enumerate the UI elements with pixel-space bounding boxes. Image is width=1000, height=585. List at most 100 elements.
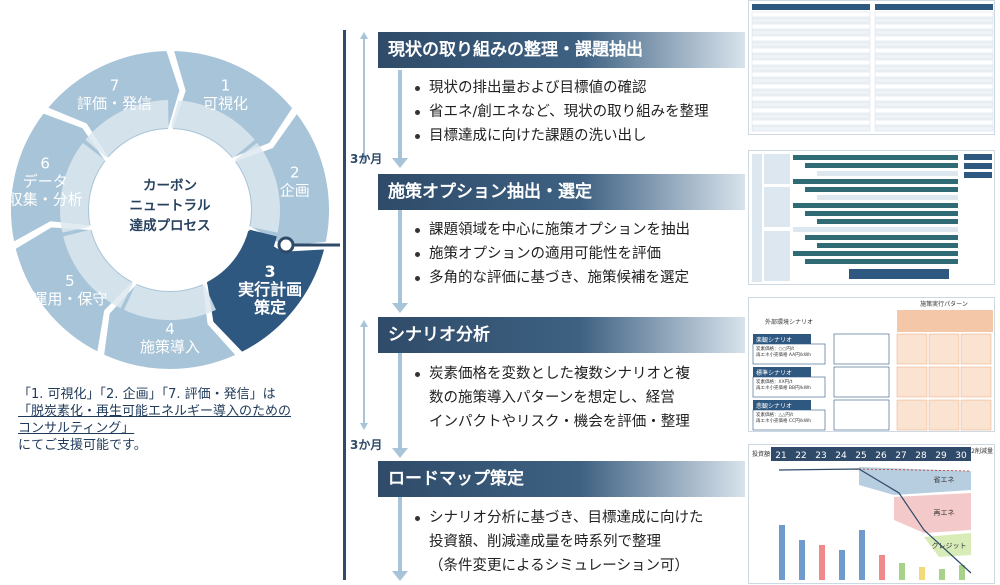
step-2-bullet-1: 課題領域を中心に施策オプションを抽出 bbox=[415, 218, 690, 242]
step-1-bullet-2: 省エネ/創エネなど、現状の取り組みを整理 bbox=[415, 100, 709, 124]
flow-arrow-3 bbox=[392, 340, 408, 458]
table-row bbox=[751, 23, 871, 30]
table-row bbox=[874, 11, 994, 18]
tree-bar bbox=[817, 195, 958, 200]
wheel-label-3-2: 策定 bbox=[253, 298, 286, 317]
wheel-segment-5 bbox=[13, 225, 136, 355]
step-4-bullet-1-cont2: （条件変更によるシミュレーション可） bbox=[429, 558, 689, 574]
wheel-label-7-1: 評価・発信 bbox=[77, 95, 152, 113]
table-row bbox=[751, 47, 871, 54]
duration-arrow-2 bbox=[360, 320, 368, 430]
table-row bbox=[751, 29, 871, 36]
wheel-label-6-0: 6 bbox=[40, 155, 50, 173]
flow-arrow-2 bbox=[392, 210, 408, 313]
note-line-4: にてご支援可能です。 bbox=[18, 438, 147, 453]
tree-bar bbox=[817, 171, 958, 176]
wheel-center-line-2: ニュートラル bbox=[130, 198, 211, 214]
table-row bbox=[874, 59, 994, 66]
roadmap-bar bbox=[939, 569, 945, 580]
wheel-segments bbox=[9, 49, 331, 371]
note-line-2: 「脱炭素化・再生可能エネルギー導入のための bbox=[18, 404, 292, 419]
step-3-bullet-1-cont2: インパクトやリスク・機会を評価・整理 bbox=[429, 414, 690, 430]
wheel-center-line-1: カーボン bbox=[143, 178, 197, 194]
wheel-segment-inner-1 bbox=[171, 100, 255, 158]
roadmap-year-21: 21 bbox=[775, 451, 786, 461]
scenario-cell bbox=[960, 399, 992, 431]
wheel-label-3-0: 3 bbox=[265, 262, 276, 281]
scenario-row-box bbox=[752, 409, 826, 431]
note-line-3: コンサルティング」 bbox=[18, 421, 135, 436]
scenario-row-header bbox=[753, 367, 811, 377]
wheel-label-6-1: データ bbox=[23, 173, 68, 191]
wheel-segment-inner-6 bbox=[59, 142, 106, 233]
table-row bbox=[874, 29, 994, 36]
step-2-bullets: 課題領域を中心に施策オプションを抽出 施策オプションの適用可能性を評価 多角的な… bbox=[415, 218, 690, 290]
step-3-bullet-1-cont: 数の施策導入パターンを想定し、経営 bbox=[429, 390, 675, 406]
wheel-segment-inner-5 bbox=[63, 229, 134, 309]
scenario-row-3-name: 悲観シナリオ bbox=[756, 402, 792, 410]
step-1-title: 現状の取り組みの整理・課題抽出 bbox=[378, 32, 745, 68]
table-row bbox=[751, 77, 871, 84]
thumb-option-tree-graphic bbox=[752, 154, 992, 282]
step-4-bullets: シナリオ分析に基づき、目標達成に向けた 投資額、削減達成量を時系列で整理 （条件… bbox=[415, 506, 703, 578]
table-row bbox=[751, 59, 871, 66]
table-row bbox=[874, 89, 994, 96]
scenario-cell bbox=[960, 366, 992, 398]
scenario-row-1-l2: 再エネ小売価格 AA円/kWh bbox=[756, 351, 811, 358]
table-row bbox=[751, 107, 871, 114]
table-row bbox=[751, 41, 871, 48]
tree-bar bbox=[793, 203, 958, 208]
table-row bbox=[874, 77, 994, 84]
roadmap-left-label: 投資額 bbox=[752, 450, 770, 458]
table-row bbox=[874, 53, 994, 60]
wheel-label-4-1: 施策導入 bbox=[140, 338, 200, 356]
wheel-label-5-1: 運用・保守 bbox=[32, 290, 107, 308]
roadmap-year-27: 27 bbox=[895, 451, 906, 461]
active-step-marker bbox=[277, 236, 295, 254]
table-row bbox=[874, 71, 994, 78]
tree-bar bbox=[793, 179, 958, 184]
roadmap-year-24: 24 bbox=[835, 451, 847, 461]
support-note: 「1. 可視化」「2. 企画」「7. 評価・発信」は 「脱炭素化・再生可能エネル… bbox=[18, 386, 328, 454]
scenario-cell bbox=[896, 333, 928, 365]
wheel-label-5-0: 5 bbox=[65, 272, 75, 290]
thumb-status-table-graphic bbox=[751, 4, 994, 132]
table-row bbox=[751, 113, 871, 120]
table-row bbox=[874, 41, 994, 48]
wheel-segment-inner-4 bbox=[124, 284, 216, 320]
wheel-segment-inner-2 bbox=[234, 142, 280, 233]
scenario-cell bbox=[928, 399, 960, 431]
tree-bar bbox=[793, 155, 958, 160]
scenario-row-box bbox=[752, 376, 826, 398]
table-row bbox=[874, 17, 994, 24]
tree-bar bbox=[817, 243, 958, 248]
wheel-segment-inner-3 bbox=[206, 229, 277, 309]
table-row bbox=[751, 101, 871, 108]
roadmap-band-2: 再エネ bbox=[934, 509, 955, 517]
flow-arrow-4 bbox=[392, 495, 408, 581]
table-row bbox=[874, 65, 994, 72]
table-row bbox=[751, 125, 871, 132]
step-2-title: 施策オプション抽出・選定 bbox=[378, 174, 745, 210]
table-row bbox=[874, 119, 994, 126]
step-2-bullet-3: 多角的な評価に基づき、施策候補を選定 bbox=[415, 266, 690, 290]
scenario-left-header: 外部環境シナリオ bbox=[765, 318, 813, 326]
step-2-bullet-2: 施策オプションの適用可能性を評価 bbox=[415, 242, 690, 266]
scenario-row-box bbox=[752, 343, 826, 365]
roadmap-right-label: CO2削減量 bbox=[962, 447, 993, 455]
table-row bbox=[751, 119, 871, 126]
note-line-1: 「1. 可視化」「2. 企画」「7. 評価・発信」は bbox=[18, 387, 276, 402]
roadmap-year-30: 30 bbox=[955, 451, 967, 461]
scenario-row-3-l2: 再エネ小売価格 CC円/kWh bbox=[756, 417, 811, 424]
wheel-center bbox=[95, 135, 245, 285]
roadmap-year-28: 28 bbox=[915, 451, 927, 461]
roadmap-bar bbox=[839, 550, 845, 580]
table-row bbox=[874, 107, 994, 114]
roadmap-bar bbox=[959, 565, 965, 580]
scenario-mid-box bbox=[833, 333, 890, 365]
step-1-bullet-3: 目標達成に向けた課題の洗い出し bbox=[415, 124, 709, 148]
table-row bbox=[751, 65, 871, 72]
